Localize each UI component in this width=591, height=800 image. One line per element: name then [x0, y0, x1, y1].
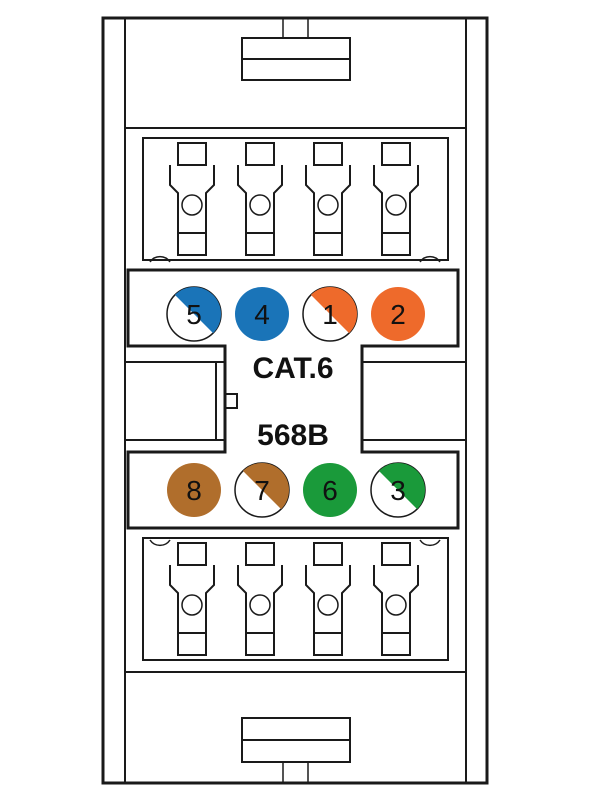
pin-stripe: [378, 463, 425, 510]
pin-label: 8: [186, 475, 202, 506]
pin-7: 7: [234, 462, 290, 518]
idc-terminal-row-bottom: [169, 542, 419, 656]
idc-terminal: [305, 542, 351, 656]
pin-stripe: [174, 287, 221, 334]
category-label: CAT.6: [252, 352, 333, 385]
pin-3: 3: [370, 462, 426, 518]
idc-terminal: [237, 142, 283, 256]
pin-label: 6: [322, 475, 338, 506]
idc-terminal: [373, 542, 419, 656]
pin-stripe: [242, 463, 289, 510]
pin-label: 2: [390, 299, 406, 330]
pin-stripe: [310, 287, 357, 334]
pin-4: 4: [235, 287, 289, 341]
idc-terminal: [169, 542, 215, 656]
lower-idc-block: [125, 537, 466, 673]
idc-terminal: [237, 542, 283, 656]
pin-circle: [235, 287, 289, 341]
bottom-latch-tab: [241, 717, 351, 783]
pin-label: 5: [186, 299, 202, 330]
idc-terminal: [305, 142, 351, 256]
pin-label: 7: [254, 475, 270, 506]
pin-row-bottom: 8 7 6 3: [167, 462, 426, 518]
pin-circle: [303, 463, 357, 517]
idc-terminal: [373, 142, 419, 256]
pin-8: 8: [167, 463, 221, 517]
pin-circle: [167, 463, 221, 517]
pin-row-top: 5 4 1 2: [166, 286, 425, 342]
pin-label: 3: [390, 475, 406, 506]
color-code-plate: [124, 268, 467, 530]
pin-label: 1: [322, 299, 338, 330]
pin-circle: [371, 287, 425, 341]
pin-2: 2: [371, 287, 425, 341]
idc-terminal: [169, 142, 215, 256]
top-latch-tab: [241, 18, 351, 81]
pin-6: 6: [303, 463, 357, 517]
pin-1: 1: [302, 286, 358, 342]
jack-housing: [101, 16, 489, 785]
standard-label: 568B: [257, 419, 329, 452]
idc-terminal-row-top: [169, 142, 419, 256]
upper-idc-block: [125, 127, 466, 263]
pin-5: 5: [166, 286, 222, 342]
pin-label: 4: [254, 299, 270, 330]
